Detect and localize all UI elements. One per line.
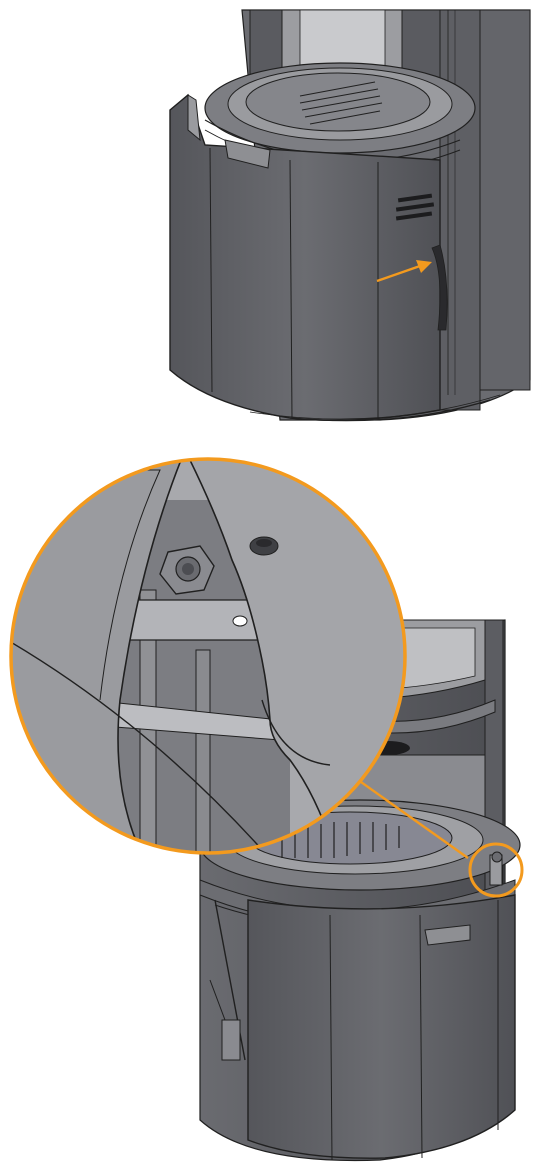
bottom-front-panel: [247, 894, 516, 1159]
bracket-bolt-icon: [489, 851, 503, 886]
vent-slots-icon: [395, 193, 435, 221]
top-stove-figure: [169, 9, 531, 422]
detail-marker-circle: [468, 842, 524, 898]
grate-slots-icon: [299, 81, 383, 125]
bottom-stove-figure: [9, 457, 524, 1162]
hex-nut-icon: [159, 545, 215, 595]
magnified-detail-view: [9, 457, 407, 855]
orange-direction-arrow: [376, 260, 432, 283]
bottom-grate-icon: [281, 822, 400, 858]
magnifier-ring: [9, 457, 407, 855]
